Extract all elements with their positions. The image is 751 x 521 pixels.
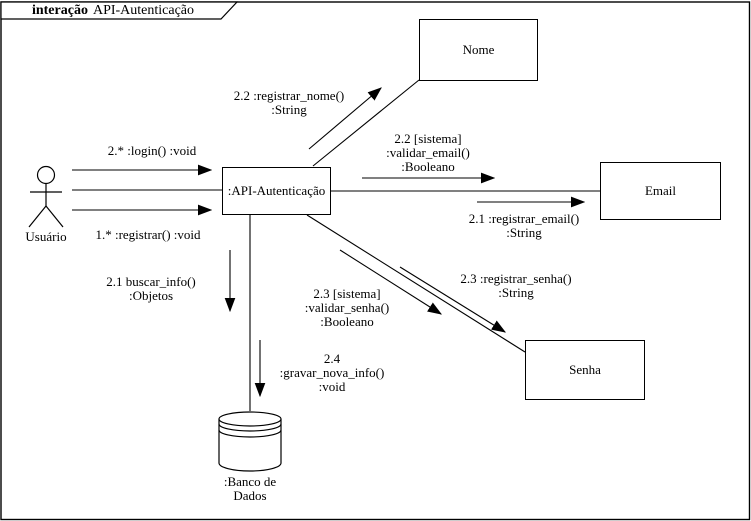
message-arrow-validar-senha bbox=[339, 249, 443, 315]
object-email: Email bbox=[600, 162, 721, 220]
actor-usuario-label: Usuário bbox=[25, 229, 67, 244]
frame-title-tab bbox=[0, 1, 239, 20]
database-label: :Banco de Dados bbox=[223, 474, 277, 503]
frame-keyword: interação bbox=[31, 3, 88, 18]
message-label-registrar-email: 2.1 :registrar_email() :String bbox=[468, 211, 580, 240]
link-api-nome bbox=[312, 79, 420, 167]
message-arrow-registrar-senha bbox=[399, 266, 507, 333]
actor-usuario-icon bbox=[28, 165, 64, 228]
message-label-validar-email: 2.2 [sistema] :validar_email() :Booleano bbox=[386, 131, 470, 174]
object-nome-label: Nome bbox=[462, 42, 495, 57]
object-api-autenticacao: :API-Autenticação bbox=[222, 167, 331, 215]
message-label-login: 2.* :login() :void bbox=[107, 143, 197, 158]
message-arrow-registrar-nome bbox=[308, 87, 382, 150]
object-api-label: :API-Autenticação bbox=[227, 183, 326, 198]
frame-title: interação API-Autenticação bbox=[2, 3, 224, 19]
object-nome: Nome bbox=[419, 19, 538, 81]
message-label-registrar: 1.* :registrar() :void bbox=[95, 227, 201, 242]
object-senha: Senha bbox=[525, 340, 645, 400]
object-email-label: Email bbox=[644, 183, 677, 198]
message-label-gravar-nova-info: 2.4 :gravar_nova_info() :void bbox=[279, 351, 385, 394]
message-label-registrar-nome: 2.2 :registrar_nome() :String bbox=[233, 88, 345, 117]
link-api-senha bbox=[306, 214, 526, 353]
database-cylinder-icon bbox=[218, 411, 282, 472]
frame-name: API-Autenticação bbox=[92, 3, 195, 18]
message-label-registrar-senha: 2.3 :registrar_senha() :String bbox=[460, 271, 572, 300]
object-senha-label: Senha bbox=[569, 362, 601, 377]
message-label-validar-senha: 2.3 [sistema] :validar_senha() :Booleano bbox=[304, 286, 390, 329]
message-label-buscar-info: 2.1 buscar_info() :Objetos bbox=[106, 274, 196, 303]
